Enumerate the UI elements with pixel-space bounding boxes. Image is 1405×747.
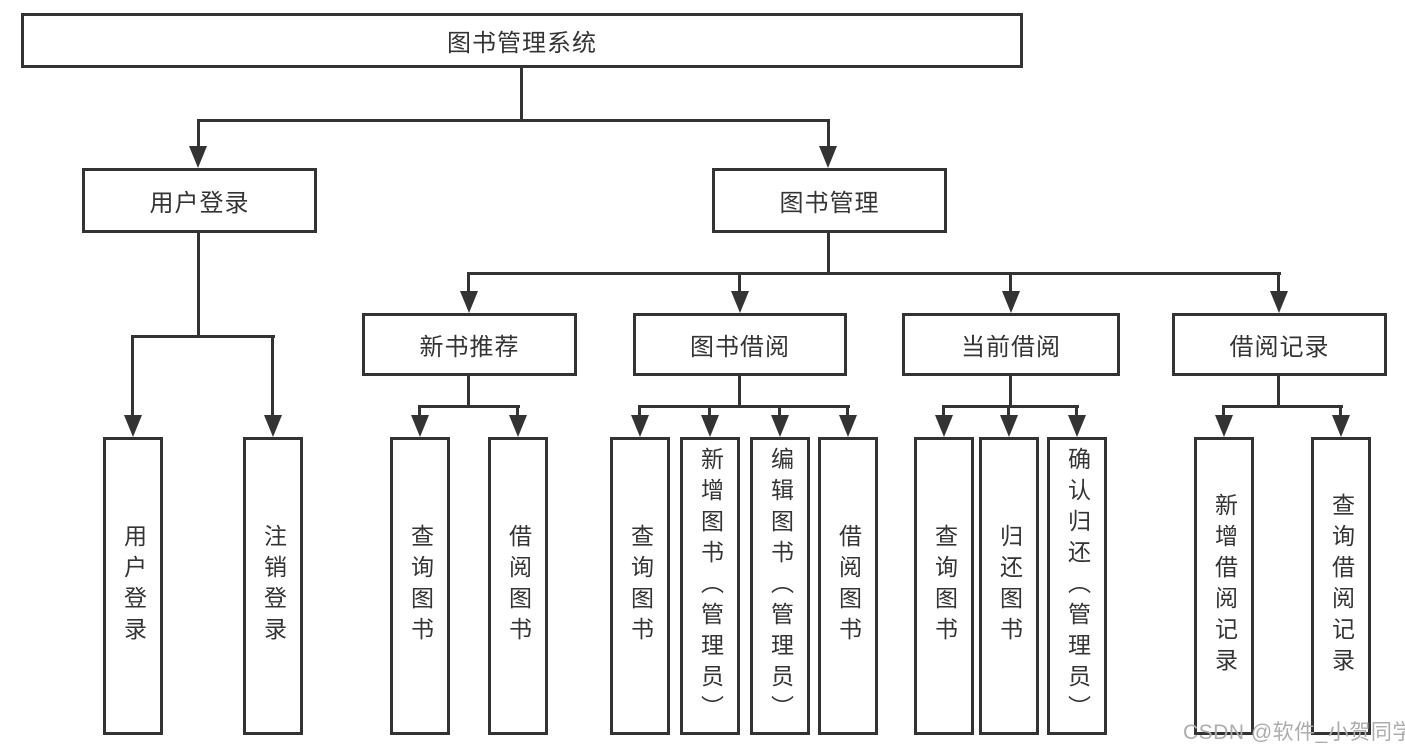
connector-hline [942, 405, 1079, 408]
connector-vline [520, 68, 523, 119]
connector-vline [271, 335, 274, 418]
connector-vline [846, 405, 849, 419]
node-book-borrowing: 图书借阅 [633, 313, 847, 376]
connector-vline [1009, 272, 1012, 294]
leaf-query-books-borrowing: 查询图书 [610, 437, 670, 735]
node-current-borrowing: 当前借阅 [902, 313, 1120, 376]
connector-hline [638, 405, 850, 408]
connector-arrow-down [1215, 415, 1233, 437]
connector-arrow-down [1068, 415, 1086, 437]
connector-arrow-down [411, 415, 429, 437]
node-label: 新书推荐 [419, 334, 520, 361]
connector-hline [197, 119, 830, 122]
leaf-label: 新增图书（管理员） [697, 446, 724, 726]
connector-arrow-down [1270, 291, 1288, 313]
leaf-query-borrow-record: 查询借阅记录 [1311, 437, 1371, 735]
connector-vline [418, 405, 421, 419]
connector-arrow-down [839, 415, 857, 437]
connector-arrow-down [631, 415, 649, 437]
connector-vline [197, 233, 200, 337]
connector-vline [827, 119, 830, 149]
connector-vline [778, 405, 781, 419]
leaf-label: 编辑图书（管理员） [767, 446, 794, 726]
node-label: 图书管理 [779, 190, 880, 217]
connector-vline [1075, 405, 1078, 419]
connector-vline [1222, 405, 1225, 419]
connector-vline [1277, 272, 1280, 294]
leaf-return-books: 归还图书 [979, 437, 1039, 735]
leaf-label: 新增借阅记录 [1211, 493, 1238, 679]
leaf-add-books-admin: 新增图书（管理员） [680, 437, 740, 735]
leaf-confirm-return-admin: 确认归还（管理员） [1047, 437, 1107, 735]
leaf-query-books-recommendation: 查询图书 [390, 437, 450, 735]
node-borrowing-records: 借阅记录 [1172, 313, 1387, 376]
connector-arrow-down [935, 415, 953, 437]
leaf-label: 归还图书 [996, 524, 1023, 648]
connector-arrow-down [1000, 415, 1018, 437]
connector-vline [197, 119, 200, 149]
leaf-label: 确认归还（管理员） [1064, 446, 1091, 726]
connector-hline [1222, 405, 1343, 408]
leaf-label: 用户登录 [120, 524, 147, 648]
leaf-label: 查询图书 [627, 524, 654, 648]
node-label: 借阅记录 [1229, 334, 1330, 361]
leaf-user-login: 用户登录 [103, 437, 163, 735]
watermark-text: CSDN @软件_小贺同学 [1183, 721, 1405, 744]
leaf-borrow-books-recommendation: 借阅图书 [488, 437, 548, 735]
connector-arrow-down [1332, 415, 1350, 437]
node-user-login: 用户登录 [82, 168, 317, 233]
connector-vline [1277, 376, 1280, 407]
leaf-label: 注销登录 [260, 524, 287, 648]
leaf-borrow-books-borrowing: 借阅图书 [818, 437, 878, 735]
connector-arrow-down [771, 415, 789, 437]
leaf-label: 借阅图书 [505, 524, 532, 648]
leaf-label: 查询图书 [407, 524, 434, 648]
connector-arrow-down [731, 291, 749, 313]
node-library-management-system: 图书管理系统 [21, 13, 1023, 68]
connector-vline [638, 405, 641, 419]
leaf-label: 查询借阅记录 [1328, 493, 1355, 679]
connector-vline [131, 335, 134, 418]
connector-vline [1339, 405, 1342, 419]
node-book-management: 图书管理 [712, 168, 947, 233]
node-new-book-recommendation: 新书推荐 [362, 313, 577, 376]
leaf-logout: 注销登录 [243, 437, 303, 735]
node-label: 图书借阅 [690, 334, 790, 361]
leaf-add-borrow-record: 新增借阅记录 [1194, 437, 1254, 735]
connector-arrow-down [460, 291, 478, 313]
connector-vline [516, 405, 519, 419]
connector-vline [942, 405, 945, 419]
connector-vline [738, 376, 741, 407]
connector-arrow-down [1002, 291, 1020, 313]
connector-arrow-down [264, 415, 282, 437]
connector-vline [1007, 405, 1010, 419]
node-label: 当前借阅 [961, 334, 1061, 361]
connector-arrow-down [819, 146, 837, 168]
connector-vline [1009, 376, 1012, 407]
connector-vline [467, 376, 470, 407]
connector-hline [418, 405, 520, 408]
leaf-query-books-current: 查询图书 [914, 437, 974, 735]
connector-arrow-down [189, 146, 207, 168]
node-label: 用户登录 [149, 190, 250, 217]
connector-arrow-down [509, 415, 527, 437]
connector-arrow-down [701, 415, 719, 437]
connector-hline [467, 272, 1281, 275]
connector-vline [467, 272, 470, 294]
connector-vline [738, 272, 741, 294]
connector-vline [827, 233, 830, 274]
leaf-label: 借阅图书 [835, 524, 862, 648]
node-label: 图书管理系统 [447, 30, 597, 57]
leaf-edit-books-admin: 编辑图书（管理员） [750, 437, 810, 735]
connector-arrow-down [124, 415, 142, 437]
leaf-label: 查询图书 [931, 524, 958, 648]
connector-vline [708, 405, 711, 419]
connector-hline [131, 335, 275, 338]
